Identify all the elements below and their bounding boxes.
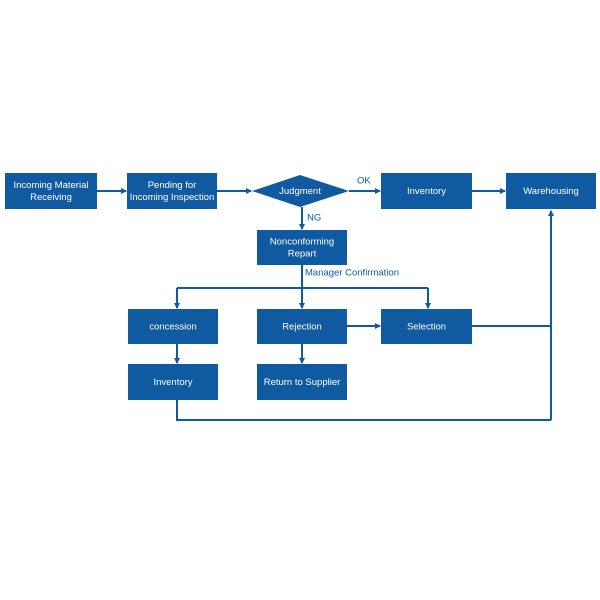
node-label-line: Receiving [30,192,72,203]
node-label-line: Warehousing [523,186,579,197]
node-label-line: Pending for [148,180,197,191]
node-label-line: Repart [288,248,317,259]
ng-label: NG [307,213,321,224]
concession-label: concession [149,321,197,332]
node-label-line: Inventory [407,186,446,197]
node-label-line: Incoming Material [14,180,89,191]
concession-box: concession [128,309,218,344]
node-label-line: Incoming Inspection [130,192,215,203]
inventory-bottom-box: Inventory [128,364,218,400]
node-label-line: concession [149,321,197,332]
node-label-line: Nonconforming [270,236,334,247]
inventory-top-box: Inventory [381,173,472,209]
warehousing-box: Warehousing [506,173,596,209]
rejection-label: Rejection [282,321,322,332]
selection-box: Selection [381,309,472,344]
return-to-supplier-label: Return to Supplier [264,377,341,388]
line-inventory-to-bottom [176,400,551,421]
judgment-label: Judgment [279,186,321,197]
judgment-diamond: Judgment [252,175,349,207]
warehousing-label: Warehousing [523,186,579,197]
selection-label: Selection [407,321,446,332]
node-label-line: Selection [407,321,446,332]
node-label-line: Return to Supplier [264,377,341,388]
rejection-box: Rejection [257,309,347,344]
node-label-line: Rejection [282,321,322,332]
inventory-bottom-label: Inventory [153,377,192,388]
manager-confirmation-label: Manager Confirmation [305,268,399,279]
node-label-line: Judgment [279,186,321,197]
node-label-line: Inventory [153,377,192,388]
return-to-supplier-box: Return to Supplier [257,364,347,400]
connectors [97,188,554,421]
inventory-top-label: Inventory [407,186,446,197]
ok-label: OK [357,176,371,187]
